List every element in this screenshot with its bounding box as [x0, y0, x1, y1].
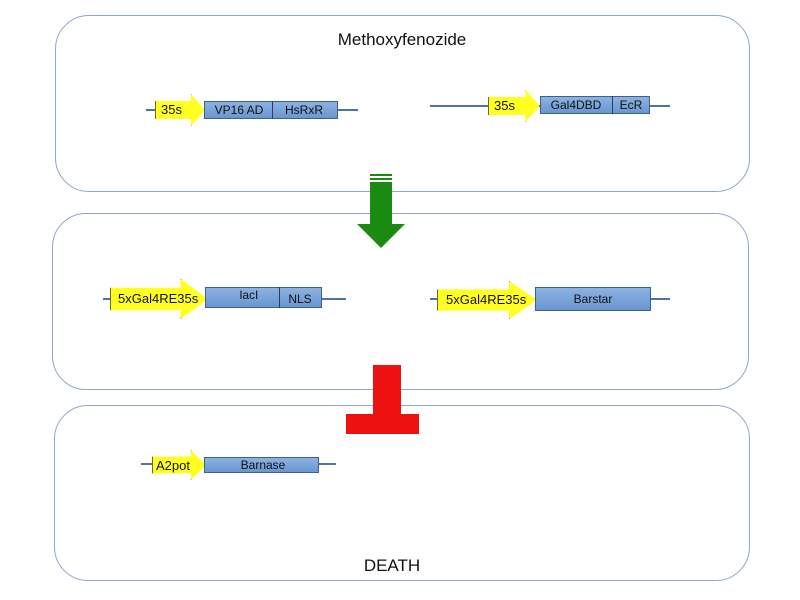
- promoter-label: 35s: [494, 98, 515, 113]
- segment-divider: [272, 101, 273, 119]
- panel-death: [54, 405, 750, 581]
- gene-segment-label: NLS: [288, 292, 312, 306]
- gene-segment-label: HsRxR: [285, 103, 323, 117]
- promoter-label: 35s: [161, 102, 182, 117]
- promoter-label: A2pot: [156, 458, 190, 473]
- gene-segment-label: VP16 AD: [214, 103, 264, 117]
- gene-segment-label: Gal4DBD: [550, 98, 602, 112]
- inhibition-stem: [373, 365, 401, 417]
- gene-box: [535, 287, 651, 311]
- gene-segment-label: Barnase: [240, 458, 286, 472]
- activation-arrow: [357, 174, 405, 248]
- inducer-title: Methoxyfenozide: [337, 30, 467, 49]
- gene-segment-label: lacI: [239, 288, 259, 302]
- gene-box: [540, 96, 650, 114]
- gene-box: [204, 101, 338, 119]
- gene-box: [205, 287, 322, 308]
- outcome-title: DEATH: [363, 556, 421, 575]
- segment-divider: [279, 287, 280, 308]
- gene-segment-label: Barstar: [573, 292, 613, 306]
- segment-divider: [612, 96, 613, 114]
- gene-box: [204, 457, 319, 473]
- inhibition-bar: [346, 414, 419, 434]
- promoter-label: 5xGal4RE35s: [118, 291, 199, 306]
- promoter-label: 5xGal4RE35s: [446, 292, 527, 307]
- gene-segment-label: EcR: [619, 98, 643, 112]
